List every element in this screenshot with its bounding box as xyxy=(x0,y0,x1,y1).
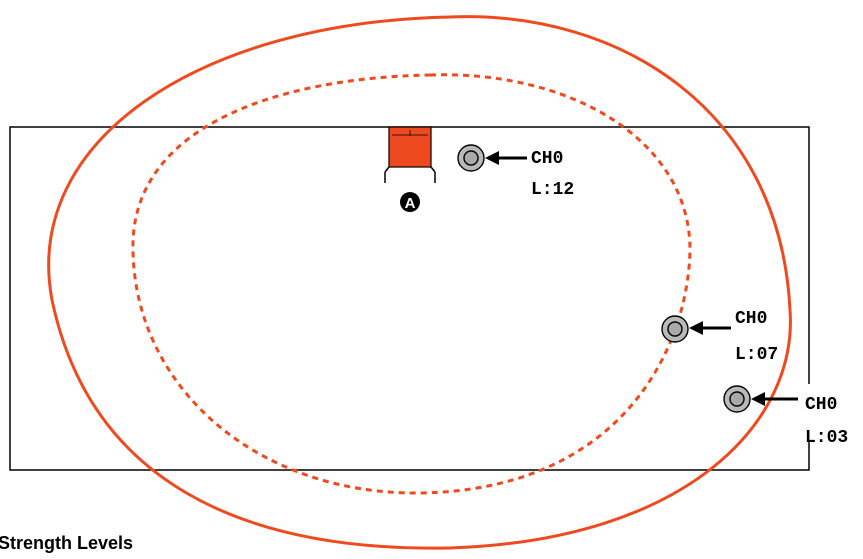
client-channel: CH0 xyxy=(805,395,837,415)
client-3[interactable]: CH0 L:03 xyxy=(723,384,863,448)
room-outline xyxy=(9,126,810,471)
outer-coverage-ring xyxy=(47,15,792,550)
client-1[interactable]: CH0 L:12 xyxy=(457,144,574,200)
client-2[interactable]: CH0 L:07 xyxy=(661,309,778,365)
client-level: L:12 xyxy=(531,180,574,200)
access-point-marker-label: A xyxy=(405,195,416,212)
client-channel: CH0 xyxy=(735,309,767,329)
client-level: L:03 xyxy=(805,428,848,448)
client-level: L:07 xyxy=(735,345,778,365)
access-point-icon[interactable] xyxy=(384,126,436,183)
access-point-marker: A xyxy=(400,192,420,212)
caption: Strength Levels xyxy=(0,533,134,553)
client-channel: CH0 xyxy=(531,149,563,169)
